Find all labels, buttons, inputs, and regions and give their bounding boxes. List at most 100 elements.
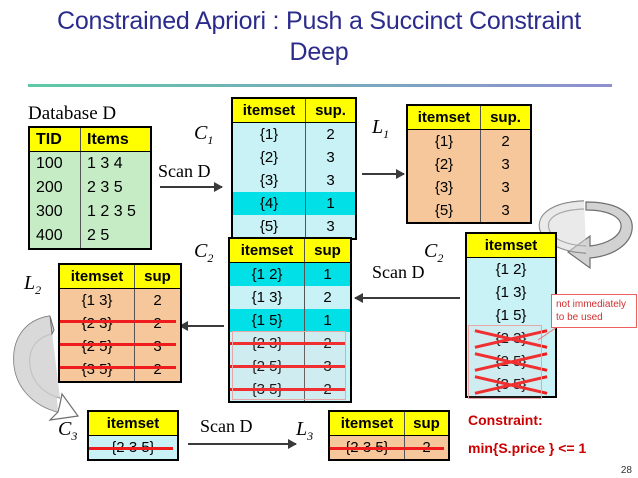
table-row: {2} 3 <box>408 153 530 176</box>
table-row: {1 3} 2 <box>230 286 350 309</box>
database-caption: Database D <box>28 103 117 124</box>
label-c1-sub: 1 <box>207 133 214 147</box>
table-row: {1} 2 <box>408 129 530 153</box>
db-header-tid: TID <box>30 128 81 152</box>
l1-table: itemset sup. {1} 2 {2} 3 {3} 3 {5} 3 <box>406 104 532 224</box>
page-number: 28 <box>620 465 632 476</box>
table-row: 400 2 5 <box>30 224 150 248</box>
constraint-title: Constraint: <box>468 412 543 428</box>
c2-right-cell-itemset: {1 3} <box>467 281 555 304</box>
strike-line-l3 <box>330 447 444 450</box>
label-l1-text: L <box>372 116 384 138</box>
l1-cell-itemset: {5} <box>408 199 481 222</box>
table-row: {5} 3 <box>408 199 530 222</box>
label-l3-sub: 3 <box>307 429 314 443</box>
c2-mid-header-sup: sup <box>304 239 350 263</box>
db-header-items: Items <box>80 128 150 152</box>
l2-header-itemset: itemset <box>60 265 135 289</box>
table-row-struck: {2 5} 3 <box>60 335 180 358</box>
database-table: TID Items 100 1 3 4 200 2 3 5 300 1 2 3 … <box>28 126 152 250</box>
l1-cell-sup: 3 <box>480 153 530 176</box>
label-c2-middle-text: C <box>194 240 208 262</box>
c1-cell-itemset: {4} <box>233 192 306 215</box>
l3-header-itemset: itemset <box>330 412 405 436</box>
arrow-c1-to-l1 <box>362 169 405 179</box>
table-row: {1 3} 2 <box>60 288 180 312</box>
l2-cell-sup: 3 <box>134 335 180 358</box>
c1-header-sup: sup. <box>305 99 355 123</box>
label-c2-right-sub: 2 <box>437 251 444 265</box>
arrow-c3-to-l3 <box>188 439 297 449</box>
c1-cell-sup: 3 <box>305 215 355 238</box>
title-divider <box>28 84 612 87</box>
label-l2: L2 <box>24 272 41 298</box>
l3-header-sup: sup <box>404 412 448 436</box>
label-c2-right: C2 <box>424 240 443 266</box>
label-c1-text: C <box>194 122 208 144</box>
l2-cell-sup: 2 <box>134 288 180 312</box>
c2-mid-cell-sup: 2 <box>304 286 350 309</box>
db-cell-tid: 400 <box>30 224 81 248</box>
label-c2-middle-sub: 2 <box>207 251 214 265</box>
strike-line-l2-1 <box>60 320 176 323</box>
c1-cell-itemset: {2} <box>233 146 306 169</box>
c2-right-cell-itemset: {1 2} <box>467 257 555 281</box>
strike-line-c2mid-1 <box>230 342 346 345</box>
table-row: 200 2 3 5 <box>30 176 150 200</box>
label-l3-text: L <box>296 418 308 440</box>
l2-cell-itemset: {2 5} <box>60 335 135 358</box>
table-row: {1} 2 <box>233 122 355 146</box>
label-l1-sub: 1 <box>383 127 390 141</box>
label-c1: C1 <box>194 122 213 148</box>
callout-line1: not immediately <box>556 299 627 310</box>
c2-mid-header-itemset: itemset <box>230 239 305 263</box>
l2-cell-sup: 2 <box>134 358 180 381</box>
strike-line-l2-2 <box>60 343 176 346</box>
db-cell-tid: 200 <box>30 176 81 200</box>
c1-cell-sup: 3 <box>305 169 355 192</box>
table-row-crossed: {3 5} <box>467 373 555 396</box>
label-l2-sub: 2 <box>35 283 42 297</box>
l1-header-itemset: itemset <box>408 106 481 130</box>
page-title: Constrained Apriori : Push a Succinct Co… <box>0 6 638 68</box>
c2-right-cell-itemset: {1 5} <box>467 304 555 327</box>
c1-cell-sup: 2 <box>305 122 355 146</box>
l2-header-sup: sup <box>134 265 180 289</box>
l1-cell-sup: 3 <box>480 199 530 222</box>
table-row: {5} 3 <box>233 215 355 238</box>
table-row: {2} 3 <box>233 146 355 169</box>
label-c2-middle: C2 <box>194 240 213 266</box>
c2-right-cell-text: {2 3} <box>495 330 527 347</box>
label-c3-text: C <box>58 418 72 440</box>
c2-mid-cell-sup: 1 <box>304 262 350 286</box>
c1-table: itemset sup. {1} 2 {2} 3 {3} 3 {4} 1 {5}… <box>231 97 357 240</box>
strike-line-c3 <box>89 447 173 450</box>
label-l2-text: L <box>24 272 36 294</box>
table-row: {3} 3 <box>233 169 355 192</box>
db-cell-items: 1 3 4 <box>80 151 150 176</box>
strike-line-l2-3 <box>60 366 176 369</box>
c2-right-table: itemset {1 2} {1 3} {1 5} {2 3} {2 5} <box>465 232 557 398</box>
l2-table: itemset sup {1 3} 2 {2 3} 2 {2 5} 3 {3 5… <box>58 263 182 383</box>
c2-right-cell-text: {3 5} <box>495 376 527 393</box>
c1-cell-itemset: {5} <box>233 215 306 238</box>
table-row-crossed: {2 5} <box>467 350 555 373</box>
strike-line-c2mid-3 <box>230 388 346 391</box>
label-l1: L1 <box>372 116 389 142</box>
l1-cell-sup: 3 <box>480 176 530 199</box>
table-row: {1 3} <box>467 281 555 304</box>
c2-right-cell-itemset: {3 5} <box>467 373 555 396</box>
page-title-line2: Deep <box>289 38 349 66</box>
page-title-line1: Constrained Apriori : Push a Succinct Co… <box>57 7 581 35</box>
c3-table: itemset {2 3 5} <box>87 410 179 461</box>
callout-line2: to be used <box>556 312 603 323</box>
label-c3-sub: 3 <box>71 429 78 443</box>
table-row: 100 1 3 4 <box>30 151 150 176</box>
scan-d-label-3: Scan D <box>200 416 253 436</box>
c2-right-cell-text: {2 5} <box>495 353 527 370</box>
constraint-expression: min{S.price } <= 1 <box>468 440 587 456</box>
l1-cell-itemset: {2} <box>408 153 481 176</box>
curved-arrow-l2-to-c3-icon <box>13 315 80 421</box>
table-row: {1 2} <box>467 257 555 281</box>
c2-mid-cell-itemset: {1 5} <box>230 309 305 332</box>
